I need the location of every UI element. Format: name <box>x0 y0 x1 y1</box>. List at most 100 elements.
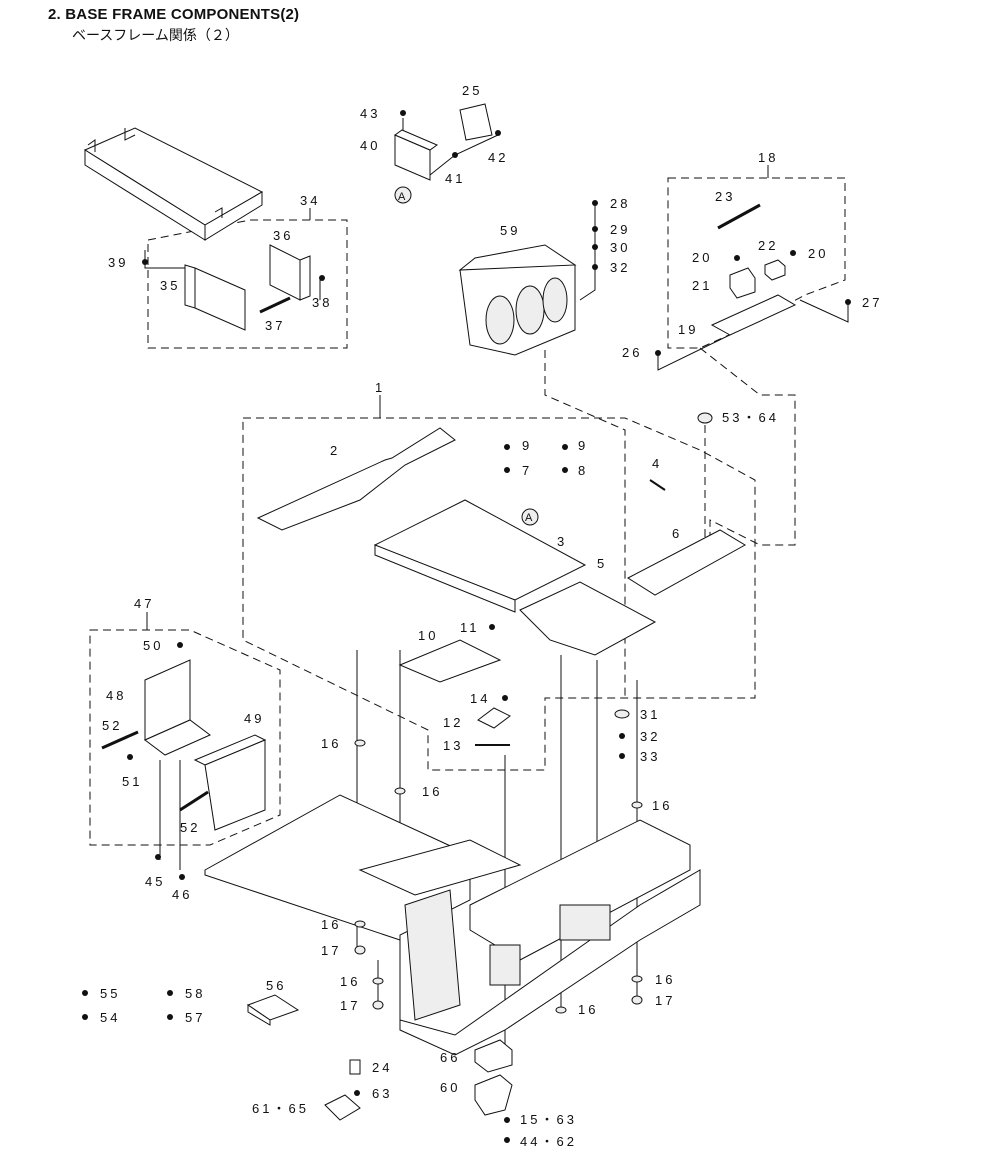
part-40-bracket <box>393 129 439 181</box>
callout-48: 48 <box>106 688 126 703</box>
callout-25: 25 <box>462 83 482 98</box>
callout-40: 40 <box>360 138 380 153</box>
part-52-pin <box>101 730 139 750</box>
callout-57: 57 <box>185 1010 205 1025</box>
callout-35: 35 <box>160 278 180 293</box>
callout-32b: 32 <box>640 729 660 744</box>
part-19-tray <box>710 294 797 336</box>
callout-19: 19 <box>678 322 698 337</box>
part-25-plate <box>459 103 493 141</box>
callout-17b: 17 <box>340 998 360 1013</box>
callout-63: 63 <box>372 1086 392 1101</box>
callout-38: 38 <box>312 295 332 310</box>
callout-66: 66 <box>440 1050 460 1065</box>
part-23-rail <box>717 203 761 230</box>
callout-17c: 17 <box>655 993 675 1008</box>
callout-53-64: 53・64 <box>722 410 779 425</box>
callout-33: 33 <box>640 749 660 764</box>
callout-52b: 52 <box>180 820 200 835</box>
part-53-cap <box>697 412 713 424</box>
callout-17a: 17 <box>321 943 341 958</box>
callout-51: 51 <box>122 774 142 789</box>
part-21-block <box>729 267 756 299</box>
callout-21: 21 <box>692 278 712 293</box>
callout-16f: 16 <box>578 1002 598 1017</box>
group-box-1 <box>242 395 756 771</box>
callout-56: 56 <box>266 978 286 993</box>
part-24-fitting <box>349 1059 361 1075</box>
page-subtitle: ベースフレーム関係（２） <box>72 28 239 44</box>
part-35-panel <box>184 264 246 331</box>
callout-31: 31 <box>640 707 660 722</box>
callout-26: 26 <box>622 345 642 360</box>
callout-24: 24 <box>372 1060 392 1075</box>
callout-9b: 9 <box>578 438 588 453</box>
callout-34: 34 <box>300 193 320 208</box>
callout-36: 36 <box>273 228 293 243</box>
part-52-pin-2 <box>179 790 209 812</box>
part-66-mount <box>474 1039 513 1073</box>
callout-22: 22 <box>758 238 778 253</box>
callout-29: 29 <box>610 222 630 237</box>
callout-20a: 20 <box>692 250 712 265</box>
part-12-plate <box>477 707 511 729</box>
callout-49: 49 <box>244 711 264 726</box>
callout-20b: 20 <box>808 246 828 261</box>
callout-60: 60 <box>440 1080 460 1095</box>
callout-4: 4 <box>652 456 662 471</box>
callout-52a: 52 <box>102 718 122 733</box>
callout-13: 13 <box>443 738 463 753</box>
callout-6: 6 <box>672 526 682 541</box>
callout-45: 45 <box>145 874 165 889</box>
part-2-plate <box>256 427 456 531</box>
callout-labels: 43 25 40 42 41 A 18 23 22 20 20 21 19 27… <box>100 83 882 1149</box>
part-5-plate <box>519 581 657 656</box>
callout-8: 8 <box>578 463 588 478</box>
ref-A-top: A <box>398 191 406 203</box>
callout-5: 5 <box>597 556 607 571</box>
callout-15-63: 15・63 <box>520 1112 577 1127</box>
callout-23: 23 <box>715 189 735 204</box>
part-37-pin <box>259 296 291 314</box>
callout-43: 43 <box>360 106 380 121</box>
part-3-cover <box>373 499 587 613</box>
part-6-plate <box>626 529 746 596</box>
callout-61-65: 61・65 <box>252 1101 309 1116</box>
callout-28: 28 <box>610 196 630 211</box>
callout-54: 54 <box>100 1010 120 1025</box>
header: 2. BASE FRAME COMPONENTS(2) ベースフレーム関係（２） <box>48 6 299 45</box>
callout-18: 18 <box>758 150 778 165</box>
callout-16d: 16 <box>321 917 341 932</box>
callout-16e: 16 <box>340 974 360 989</box>
callout-47: 47 <box>134 596 154 611</box>
callout-16g: 16 <box>655 972 675 987</box>
callout-32a: 32 <box>610 260 630 275</box>
top-tray-panel <box>83 127 264 241</box>
callout-59: 59 <box>500 223 520 238</box>
callout-27: 27 <box>862 295 882 310</box>
callout-10: 10 <box>418 628 438 643</box>
callout-2: 2 <box>330 443 340 458</box>
callout-30: 30 <box>610 240 630 255</box>
part-61-plate <box>324 1094 361 1121</box>
callout-55: 55 <box>100 986 120 1001</box>
callout-3: 3 <box>557 534 567 549</box>
callout-14: 14 <box>470 691 490 706</box>
part-36-bracket <box>269 244 311 301</box>
callout-42: 42 <box>488 150 508 165</box>
part-56-block <box>246 994 300 1026</box>
callout-58: 58 <box>185 986 205 1001</box>
part-59-transformer <box>458 244 577 356</box>
callout-11: 11 <box>460 620 480 635</box>
page-title: 2. BASE FRAME COMPONENTS(2) <box>48 6 300 23</box>
callout-7: 7 <box>522 463 532 478</box>
callout-16a: 16 <box>321 736 341 751</box>
part-4-pin <box>649 479 666 491</box>
callout-39: 39 <box>108 255 128 270</box>
ref-A-mid: A <box>525 512 533 524</box>
base-frame <box>204 794 701 1056</box>
callout-16b: 16 <box>422 784 442 799</box>
callout-41: 41 <box>445 171 465 186</box>
group-box-47 <box>89 612 281 846</box>
